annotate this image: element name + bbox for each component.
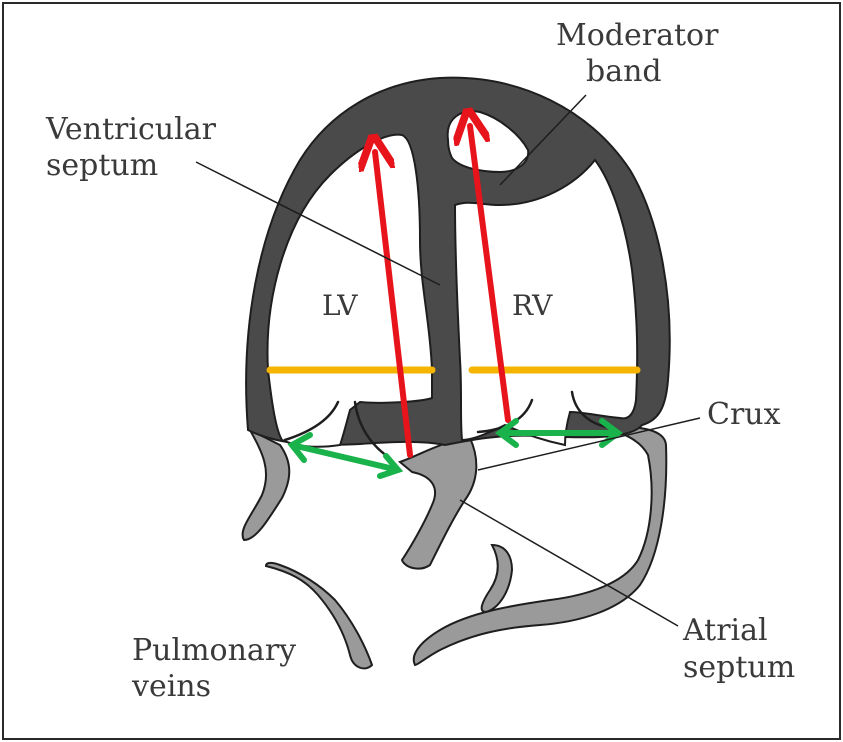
lv-label: LV <box>322 289 358 322</box>
ventricular-septum-label-line2: septum <box>46 148 158 183</box>
atrial-septum-label-line1: Atrial <box>682 613 768 648</box>
mitral-annulus-arrow <box>292 445 398 470</box>
pulmonary-veins-label-line2: veins <box>131 669 211 704</box>
moderator-band-label-line1: Moderator <box>556 18 719 53</box>
crux-label: Crux <box>707 397 781 432</box>
atrial-walls <box>243 427 667 668</box>
rv-label: RV <box>512 289 553 322</box>
atrial-septum-label-line2: septum <box>683 650 795 685</box>
right-atrial-lobe <box>482 545 512 612</box>
moderator-band-label-line2: band <box>586 54 662 89</box>
ventricular-walls <box>246 78 670 447</box>
left-atrial-wall <box>243 430 290 540</box>
pulmonary-veins-label-line1: Pulmonary <box>132 633 296 668</box>
ventricular-septum-label-line1: Ventricular <box>45 112 217 147</box>
